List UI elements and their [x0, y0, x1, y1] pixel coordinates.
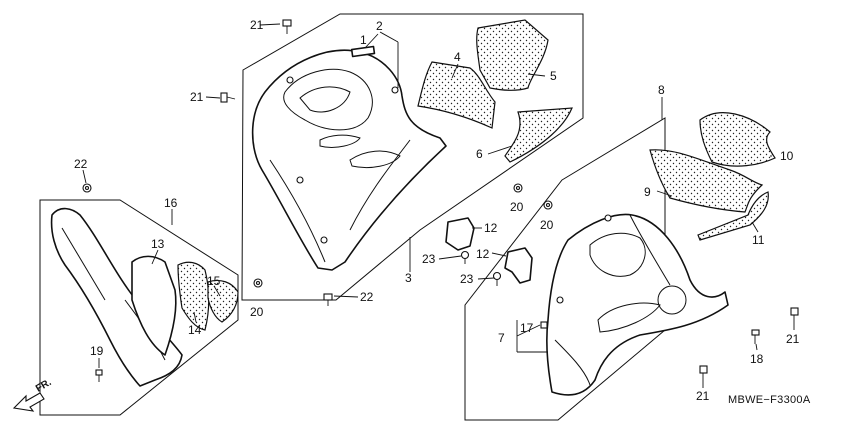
- callout-6: 6: [476, 147, 483, 161]
- callout-18: 18: [750, 352, 764, 366]
- inner-panel-part-13: [131, 255, 177, 356]
- direction-label: FR.: [34, 377, 54, 395]
- callout-13: 13: [151, 237, 165, 251]
- decal-part-11: [697, 191, 769, 241]
- decal-part-5: [476, 19, 549, 91]
- callout-12a: 12: [484, 221, 498, 235]
- callout-21-right: 21: [786, 332, 800, 346]
- callout-9: 9: [644, 185, 651, 199]
- callout-16: 16: [164, 196, 178, 210]
- callout-21-left: 21: [190, 90, 204, 104]
- callout-22-left: 22: [74, 157, 88, 171]
- callout-20-mid: 20: [510, 200, 524, 214]
- callout-19: 19: [90, 344, 104, 358]
- callout-11: 11: [752, 233, 765, 247]
- decal-part-10: [699, 112, 776, 167]
- callout-15: 15: [207, 274, 221, 288]
- decal-part-9: [649, 149, 764, 213]
- grommet-22-mid: [323, 293, 333, 306]
- upper-cowl-group-outline: [241, 13, 584, 301]
- insulator-part-15: [207, 279, 239, 323]
- decal-part-4: [417, 61, 496, 129]
- callout-1: 1: [360, 33, 367, 47]
- stay-part-12b: [504, 247, 533, 284]
- upper-cowl-part: [251, 49, 447, 271]
- callout-5: 5: [550, 69, 557, 83]
- bolt-21-top: [282, 19, 292, 34]
- part-code: MBWE−F3300A: [728, 394, 811, 406]
- callout-14: 14: [188, 323, 202, 337]
- bolt-21-right: [790, 307, 799, 322]
- callout-8: 8: [658, 83, 665, 97]
- callout-20-left: 20: [250, 305, 264, 319]
- bolt-23-b: [492, 271, 502, 286]
- bolt-21-bottom: [699, 365, 708, 380]
- callout-4: 4: [454, 50, 461, 64]
- leader-lines: [82, 23, 795, 388]
- callout-23a: 23: [422, 252, 436, 266]
- screw-19: [95, 369, 103, 382]
- callout-17: 17: [520, 321, 534, 335]
- callout-23b: 23: [460, 272, 474, 286]
- bolt-21-left: [220, 92, 236, 103]
- lower-cowl-right-group-outline: [464, 117, 666, 421]
- callout-21-bottom: 21: [696, 389, 710, 403]
- front-direction-arrow: FR.: [12, 377, 54, 412]
- screw-18: [751, 329, 760, 344]
- insulator-part-14: [177, 261, 210, 331]
- decal-part-6: [504, 107, 573, 163]
- emblem-part: [350, 45, 376, 58]
- callout-3: 3: [405, 271, 412, 285]
- callout-20-right: 20: [540, 218, 554, 232]
- callout-10: 10: [780, 149, 794, 163]
- callout-7: 7: [498, 331, 505, 345]
- callout-22-mid: 22: [360, 290, 374, 304]
- lower-cowl-right-part: [546, 213, 729, 396]
- grommet-22-left: [82, 183, 92, 193]
- clip-17: [540, 321, 548, 329]
- grommet-20-left: [253, 278, 263, 288]
- callout-2: 2: [376, 19, 383, 33]
- callout-12b: 12: [476, 247, 490, 261]
- callout-21-top: 21: [250, 18, 264, 32]
- lower-cowl-left-group-outline: [39, 199, 239, 416]
- grommet-20-mid: [513, 183, 523, 193]
- bolt-23-a: [460, 250, 470, 264]
- grommet-20-right: [543, 200, 553, 210]
- stay-part-12a: [445, 217, 475, 251]
